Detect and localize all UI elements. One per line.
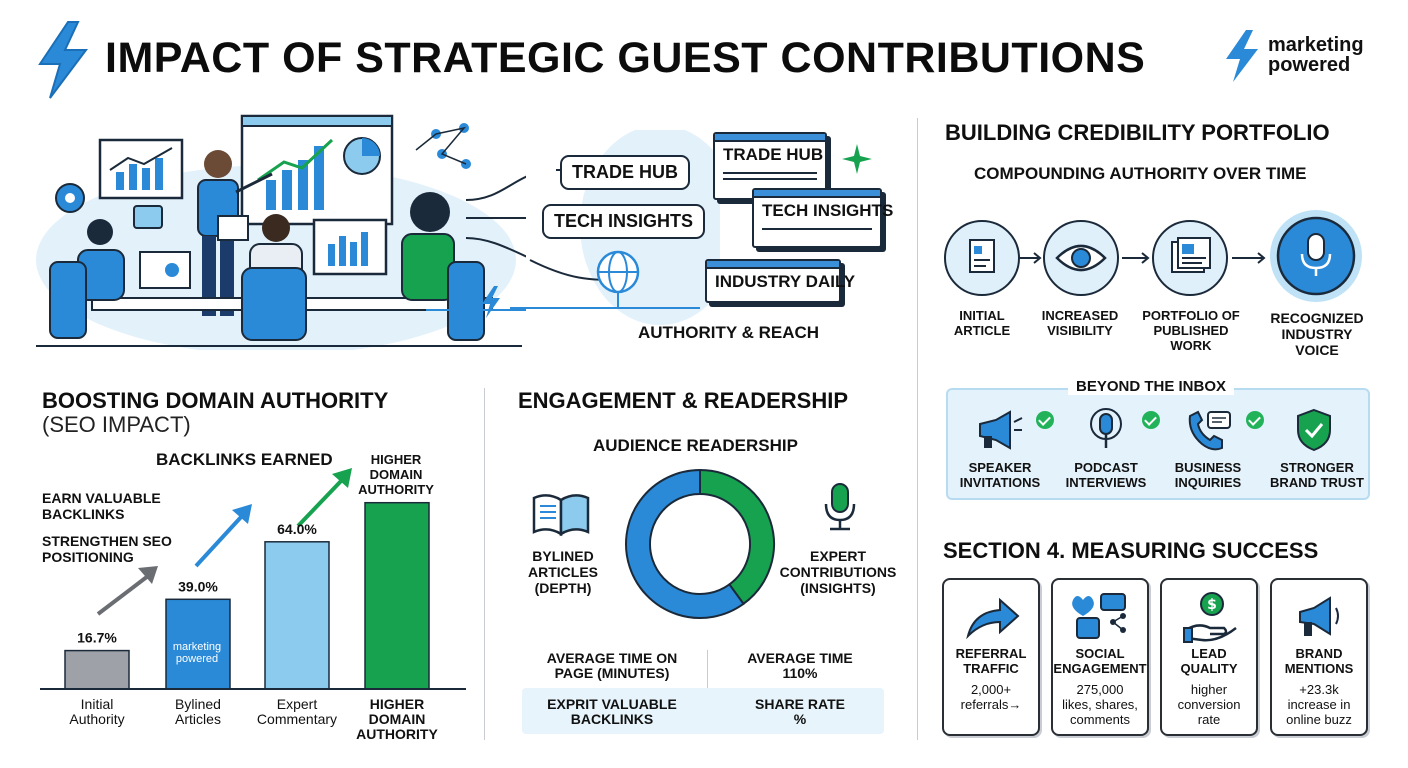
megaphone-icon bbox=[1299, 596, 1339, 636]
category-label: AUTHORITY bbox=[356, 726, 438, 742]
brand-logo: marketing powered bbox=[1268, 35, 1364, 75]
step-recognized-voice bbox=[1270, 210, 1362, 302]
bar-value-label: 16.7% bbox=[77, 630, 117, 646]
category-label: Authority bbox=[69, 711, 124, 727]
readership-title: AUDIENCE READERSHIP bbox=[593, 436, 798, 455]
readership-donut-chart bbox=[625, 468, 775, 619]
lightning-logo-icon bbox=[38, 21, 88, 99]
category-label: Commentary bbox=[257, 711, 337, 727]
bar-1 bbox=[165, 598, 231, 690]
seo-title: BOOSTING DOMAIN AUTHORITY bbox=[42, 388, 389, 413]
step-increased-visibility bbox=[1043, 220, 1119, 296]
page-title: IMPACT OF STRATEGIC GUEST CONTRIBUTIONS bbox=[105, 34, 1146, 82]
svg-text:$: $ bbox=[1207, 597, 1217, 613]
bar-value-label: 64.0% bbox=[277, 521, 317, 537]
money-hand-icon: $ bbox=[1183, 592, 1237, 643]
stat-share-rate: SHARE RATE% bbox=[755, 696, 845, 727]
document-icon bbox=[969, 239, 995, 273]
brand-lightning-icon bbox=[1226, 30, 1258, 82]
category-label: Initial bbox=[81, 696, 114, 712]
bar-0 bbox=[64, 649, 130, 690]
category-label: Bylined bbox=[175, 696, 221, 712]
publication-pill-tech-insights: TECH INSIGHTS bbox=[542, 204, 706, 239]
brand-line-1: marketing bbox=[1268, 34, 1364, 56]
newspaper-title: INDUSTRY DAILY bbox=[715, 272, 856, 291]
bar-2 bbox=[264, 541, 330, 690]
eye-icon bbox=[1055, 244, 1107, 272]
category-label: HIGHER bbox=[370, 696, 424, 712]
publication-pill-trade-hub: TRADE HUB bbox=[560, 155, 690, 190]
engagement-title: ENGAGEMENT & READERSHIP bbox=[518, 388, 849, 413]
step-arrows bbox=[1018, 252, 1266, 264]
social-icon bbox=[1072, 593, 1126, 639]
phone-icon bbox=[1188, 410, 1231, 451]
stats-highlight-row bbox=[522, 688, 884, 734]
megaphone-icon bbox=[979, 410, 1023, 450]
open-book-icon bbox=[532, 494, 590, 537]
seo-subtitle: (SEO IMPACT) bbox=[42, 412, 191, 437]
shield-icon bbox=[1297, 408, 1331, 452]
success-title: SECTION 4. MEASURING SUCCESS bbox=[943, 538, 1319, 563]
sparkle-icon bbox=[842, 144, 872, 174]
bar-value-label: 39.0% bbox=[178, 578, 218, 594]
newspaper-title: TRADE HUB bbox=[723, 145, 824, 164]
bar-3 bbox=[364, 501, 430, 690]
step-initial-article bbox=[944, 220, 1020, 296]
check-icon bbox=[1036, 411, 1054, 429]
microphone-icon bbox=[824, 483, 856, 531]
check-icon bbox=[1142, 411, 1160, 429]
hero-illustration bbox=[36, 114, 526, 350]
step-portfolio bbox=[1152, 220, 1228, 296]
divider-right-column bbox=[917, 118, 918, 740]
donut-segment-0 bbox=[625, 468, 745, 619]
credibility-subtitle: COMPOUNDING AUTHORITY OVER TIME bbox=[974, 164, 1307, 183]
category-label: Articles bbox=[175, 711, 221, 727]
podcast-icon bbox=[1090, 408, 1122, 448]
newspaper-title: TECH INSIGHTS bbox=[762, 201, 894, 220]
microphone-icon bbox=[1300, 233, 1332, 276]
beyond-inbox-title: BEYOND THE INBOX bbox=[1068, 378, 1235, 395]
credibility-title: BUILDING CREDIBILITY PORTFOLIO bbox=[945, 120, 1330, 145]
beyond-inbox-panel bbox=[946, 388, 1370, 500]
category-label: Expert bbox=[277, 696, 318, 712]
brand-line-2: powered bbox=[1268, 54, 1351, 76]
arrow-icon bbox=[966, 597, 1020, 640]
newspaper-tech-insights: TECH INSIGHTS bbox=[752, 188, 894, 248]
category-label: DOMAIN bbox=[369, 711, 426, 727]
newspaper-industry-daily: INDUSTRY DAILY bbox=[705, 259, 856, 303]
divider-middle bbox=[484, 388, 485, 740]
check-icon bbox=[1246, 411, 1264, 429]
portfolio-icon bbox=[1171, 237, 1211, 273]
chart-title: BACKLINKS EARNED bbox=[156, 450, 333, 469]
authority-reach-caption: AUTHORITY & REACH bbox=[638, 323, 820, 342]
donut-segment-1 bbox=[699, 468, 775, 606]
